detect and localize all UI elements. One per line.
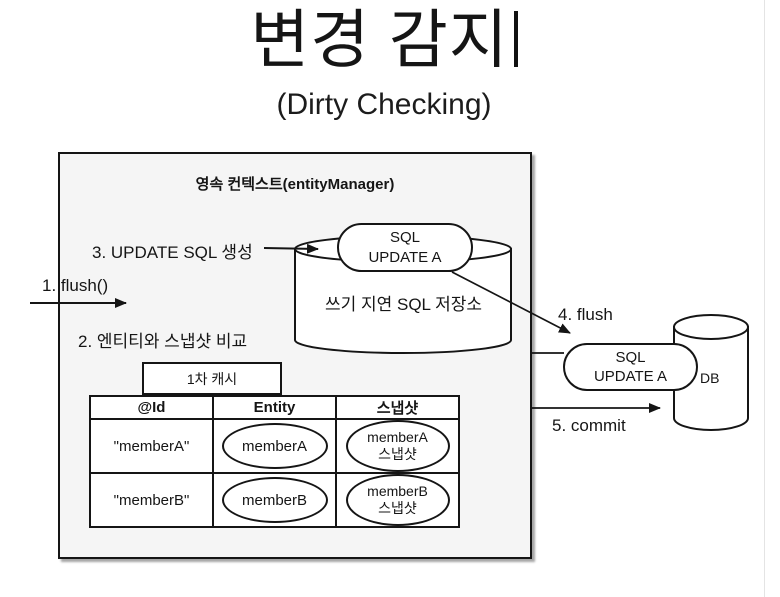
label-step4-flush: 4. flush	[558, 305, 613, 324]
snapshot-ellipse-line2: 스냅샷	[378, 446, 417, 462]
snapshot-ellipse-line1: memberB	[367, 483, 428, 500]
cache-table: @Id Entity 스냅샷 "memberA" memberA memberA…	[89, 395, 460, 528]
page-subtitle: (Dirty Checking)	[276, 88, 492, 121]
label-step5-commit: 5. commit	[552, 416, 626, 435]
entity-ellipse: memberB	[221, 477, 328, 523]
table-row-memberA: "memberA" memberA memberA 스냅샷	[89, 418, 460, 474]
snapshot-cell: memberB 스냅샷	[335, 472, 460, 528]
first-level-cache-tab: 1차 캐시	[142, 362, 282, 395]
snapshot-ellipse-line1: memberA	[367, 429, 428, 446]
entity-cell: memberA	[212, 418, 337, 474]
page-title-wrap: 변경 감지	[0, 0, 768, 80]
entity-ellipse-label: memberB	[241, 491, 308, 509]
label-step3-update-sql: 3. UPDATE SQL 생성	[92, 243, 253, 262]
header-snapshot: 스냅샷	[335, 395, 460, 420]
id-cell: "memberA"	[89, 418, 214, 474]
sql-store-label: 쓰기 지연 SQL 저장소	[324, 295, 483, 314]
snapshot-ellipse-line2: 스냅샷	[378, 500, 417, 516]
table-row-memberB: "memberB" memberB memberB 스냅샷	[89, 472, 460, 528]
cache-table-header-row: @Id Entity 스냅샷	[89, 395, 460, 420]
db-label: DB	[700, 370, 720, 386]
sql-box-store-line1: SQL	[389, 229, 420, 246]
label-step2-compare-snapshot: 2. 엔티티와 스냅샷 비교	[78, 332, 248, 351]
snapshot-ellipse: memberA 스냅샷	[345, 420, 450, 472]
sql-box-flush-line1: SQL	[615, 348, 646, 366]
update-sql-generate-arrow	[263, 243, 319, 254]
header-id: @Id	[89, 395, 214, 420]
snapshot-ellipse: memberB 스냅샷	[345, 474, 450, 526]
header-entity: Entity	[212, 395, 337, 420]
label-step1-flush: 1. flush()	[42, 276, 109, 295]
persistence-context-title: 영속 컨텍스트(entityManager)	[195, 176, 395, 193]
slide-edge-line	[764, 0, 765, 597]
sql-box-flush-line2: UPDATE A	[593, 368, 668, 385]
flush-diagonal-arrow	[451, 271, 571, 334]
entity-ellipse: memberA	[221, 423, 328, 469]
entity-ellipse-label: memberA	[241, 437, 308, 455]
sql-box-store-line2: UPDATE A	[368, 248, 442, 266]
sql-box-flush: SQL UPDATE A	[563, 343, 698, 391]
page-title: 변경 감지	[250, 4, 509, 76]
id-cell: "memberB"	[89, 472, 214, 528]
entity-cell: memberB	[212, 472, 337, 528]
snapshot-cell: memberA 스냅샷	[335, 418, 460, 474]
text-cursor	[513, 11, 518, 67]
sql-box-store: SQL UPDATE A	[337, 223, 473, 272]
